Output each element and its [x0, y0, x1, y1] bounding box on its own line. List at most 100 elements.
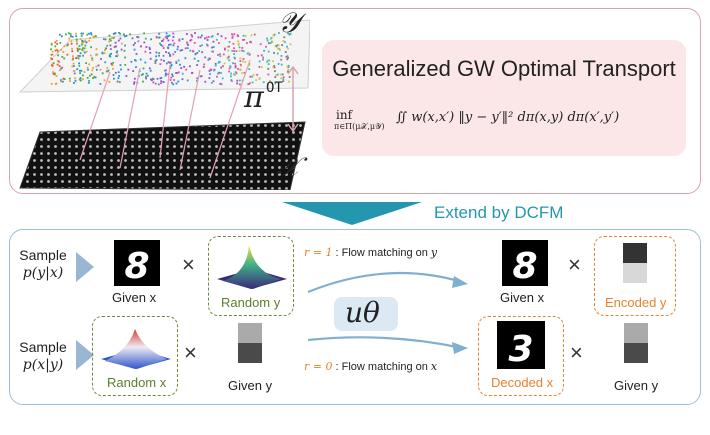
- row1-times-2: ×: [568, 252, 581, 277]
- cloud-point: [83, 40, 86, 43]
- cloud-point: [106, 66, 109, 69]
- cloud-point: [51, 58, 53, 60]
- cloud-point: [145, 46, 148, 48]
- cloud-point: [93, 76, 96, 79]
- cloud-point: [197, 36, 200, 39]
- cloud-point: [289, 43, 292, 46]
- cloud-point: [172, 83, 175, 86]
- cloud-point: [86, 33, 89, 36]
- cloud-point: [148, 46, 151, 49]
- cloud-point: [196, 64, 198, 66]
- cloud-point: [233, 50, 236, 52]
- cloud-point: [172, 36, 175, 38]
- pi-superscript: OT: [266, 80, 283, 96]
- cloud-point: [104, 61, 107, 64]
- cloud-point: [232, 42, 235, 45]
- cloud-point: [205, 36, 208, 39]
- cloud-point: [90, 46, 92, 49]
- cloud-point: [91, 59, 94, 61]
- cloud-point: [78, 62, 80, 65]
- cloud-point: [228, 70, 230, 73]
- cloud-point: [192, 50, 195, 53]
- cloud-point: [79, 69, 81, 72]
- cloud-point: [71, 47, 73, 50]
- cloud-point: [134, 59, 136, 61]
- cloud-point: [234, 71, 237, 74]
- cloud-point: [170, 81, 173, 84]
- row1-sample-label: Sample p(y|x): [19, 247, 67, 281]
- cloud-point: [193, 42, 196, 44]
- cloud-point: [62, 51, 65, 53]
- cloud-point: [218, 71, 220, 74]
- cloud-point: [239, 79, 241, 82]
- cloud-point: [211, 35, 214, 37]
- cloud-point: [175, 60, 178, 63]
- cloud-point: [88, 39, 91, 42]
- cloud-point: [69, 80, 71, 82]
- cloud-point: [133, 82, 135, 85]
- cloud-point: [196, 52, 199, 54]
- cloud-point: [258, 66, 261, 68]
- cloud-point: [145, 72, 148, 75]
- cloud-point: [212, 40, 215, 43]
- cloud-point: [73, 70, 76, 72]
- cloud-point: [100, 58, 102, 60]
- cloud-point: [233, 56, 236, 59]
- row1-given-caption: Given x: [112, 290, 157, 305]
- cloud-point: [108, 34, 111, 37]
- cloud-point: [189, 39, 192, 42]
- cloud-point: [193, 57, 196, 60]
- cloud-point: [115, 45, 117, 48]
- cloud-point: [214, 62, 217, 65]
- cloud-point: [272, 60, 274, 63]
- cloud-point: [220, 66, 223, 69]
- cloud-point: [196, 77, 199, 80]
- row2-given-caption: Given y: [228, 378, 273, 393]
- cloud-point: [106, 44, 109, 47]
- cloud-point: [186, 79, 189, 82]
- cloud-point: [112, 74, 115, 76]
- cloud-point: [154, 62, 157, 64]
- cloud-point: [181, 78, 184, 81]
- cloud-point: [181, 38, 184, 40]
- cloud-point: [228, 41, 231, 43]
- cloud-point: [190, 33, 193, 36]
- cloud-point: [236, 79, 239, 82]
- cloud-point: [165, 51, 167, 53]
- cloud-point: [169, 43, 172, 46]
- cloud-point: [154, 82, 157, 85]
- cloud-point: [266, 60, 269, 63]
- cloud-point: [135, 53, 138, 55]
- cloud-point: [220, 72, 222, 74]
- cloud-point: [109, 39, 112, 42]
- cloud-point: [65, 33, 67, 36]
- cloud-point: [183, 65, 185, 68]
- cloud-point: [275, 74, 278, 76]
- cloud-point: [282, 80, 285, 82]
- cloud-point: [110, 62, 113, 65]
- cloud-point: [209, 73, 211, 75]
- row1-encoded-box: Encoded y: [594, 236, 676, 316]
- cloud-point: [160, 44, 162, 46]
- cloud-point: [61, 35, 63, 38]
- cloud-point: [248, 68, 251, 70]
- cloud-point: [209, 58, 211, 60]
- cloud-point: [99, 68, 102, 71]
- cloud-point: [82, 78, 84, 81]
- cloud-point: [159, 42, 161, 45]
- cloud-point: [288, 33, 291, 36]
- row2-random-caption: Random x: [107, 375, 167, 390]
- cloud-point: [238, 46, 241, 49]
- cloud-point: [90, 32, 92, 34]
- x-space-label: 𝒳: [276, 150, 301, 183]
- cloud-point: [145, 75, 147, 78]
- cloud-point: [161, 40, 164, 42]
- cloud-point: [250, 41, 252, 44]
- cloud-point: [223, 62, 226, 65]
- cloud-point: [241, 72, 243, 74]
- cloud-point: [169, 79, 172, 81]
- cloud-point: [269, 80, 271, 82]
- cloud-point: [167, 61, 170, 63]
- cloud-point: [112, 37, 115, 39]
- cloud-point: [116, 80, 119, 83]
